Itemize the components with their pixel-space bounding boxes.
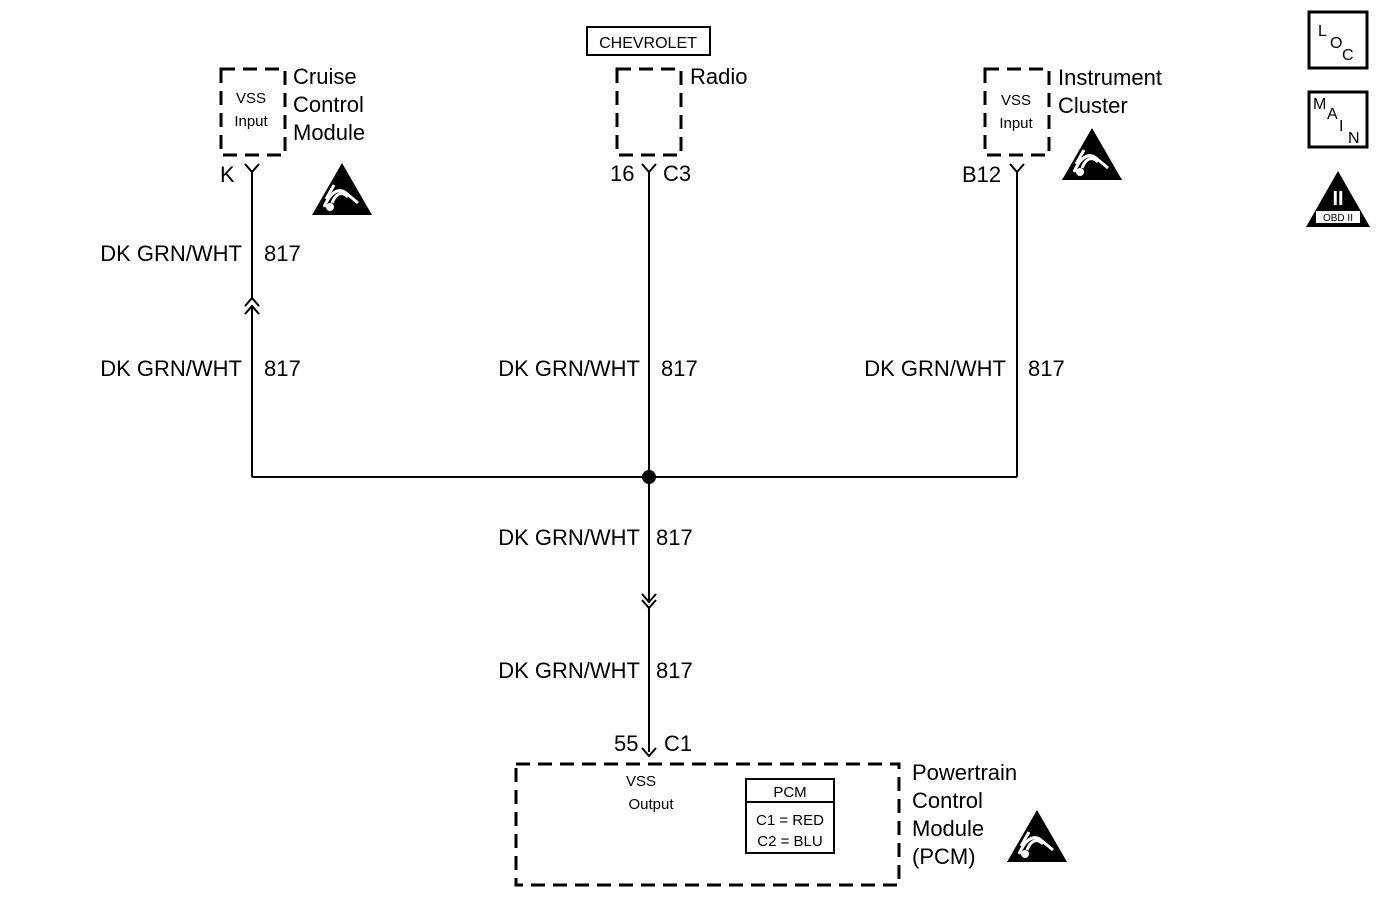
radio-name: Radio [690,64,747,89]
cruise-inner-line-1: VSS [236,90,266,107]
cluster-pin: B12 [962,162,1001,187]
cruise-name-line-2: Control [293,92,364,117]
radio-pin: 16 [610,161,634,186]
pcm-name-line-2: Control [912,788,983,813]
pcm-connector-legend: PCM C1 = RED C2 = BLU [745,778,835,854]
cruise-name-line-3: Module [293,120,365,145]
cruise-esd-icon [310,161,374,217]
wire-color-label: DK GRN/WHT [498,658,640,683]
cluster-name-line-2: Cluster [1058,93,1128,118]
cruise-module-outline [219,67,287,157]
radio-connector-icon [641,163,657,173]
svg-text:C: C [1342,47,1354,64]
radio-connector: C3 [663,161,691,186]
cluster-inner-line-2: Input [999,115,1033,132]
cruise-pin: K [220,162,235,187]
svg-text:OBD II: OBD II [1323,213,1353,224]
cluster-connector-icon [1009,163,1025,173]
pcm-module-outline [514,762,901,887]
cluster-inner-line-1: VSS [1001,92,1031,109]
wire-color-label: DK GRN/WHT [100,241,242,266]
cruise-name-line-1: Cruise [293,64,357,89]
wires [244,172,1018,752]
svg-text:A: A [1327,106,1338,123]
pcm-pin: 55 [614,731,638,756]
instrument-cluster-module: VSS Input Instrument Cluster B12 [962,65,1162,187]
radio-module: CHEVROLET Radio 16 C3 [586,26,747,186]
cruise-inner-line-2: Input [234,113,268,130]
wire-circuit-label: 817 [661,356,698,381]
obd-ii-icon[interactable]: II OBD II [1306,171,1370,227]
pcm-name-line-3: Module [912,816,984,841]
wire-color-label: DK GRN/WHT [864,356,1006,381]
svg-text:N: N [1348,130,1360,147]
wire-labels: DK GRN/WHT 817 DK GRN/WHT 817 DK GRN/WHT… [100,241,1064,683]
radio-module-outline [615,67,683,157]
pcm-inner-line-2: Output [628,796,674,813]
svg-text:I: I [1339,118,1343,135]
wire-circuit-label: 817 [264,241,301,266]
pcm-legend-line-2: C2 = BLU [757,833,822,850]
wire-circuit-label: 817 [1028,356,1065,381]
pcm-connector: C1 [664,731,692,756]
wire-color-label: DK GRN/WHT [498,525,640,550]
pcm-name-line-1: Powertrain [912,760,1017,785]
brand-box [586,26,711,56]
pcm-esd-icon [1005,808,1069,864]
pcm-inner-line-1: VSS [626,773,656,790]
pcm-legend-title: PCM [773,784,806,801]
cluster-module-outline [983,67,1051,157]
pcm-legend-line-1: C1 = RED [756,812,824,829]
cruise-connector-icon [244,163,260,173]
svg-text:M: M [1313,96,1326,113]
splice-point [642,470,656,484]
pcm-name-line-4: (PCM) [912,844,976,869]
svg-text:L: L [1318,23,1327,40]
loc-icon[interactable]: L O C [1307,10,1369,70]
wire-circuit-label: 817 [656,525,693,550]
wire-circuit-label: 817 [656,658,693,683]
main-icon[interactable]: M A I N [1307,90,1369,149]
pcm-module: 55 C1 VSS Output PCM C1 = RED C2 = BLU P… [514,731,1069,887]
wire-color-label: DK GRN/WHT [498,356,640,381]
wire-circuit-label: 817 [264,356,301,381]
cruise-control-module: VSS Input Cruise Control Module K [219,64,374,217]
cluster-esd-icon [1060,126,1124,182]
brand-label: CHEVROLET [599,35,697,52]
svg-text:II: II [1332,188,1343,210]
svg-text:O: O [1330,35,1342,52]
wire-color-label: DK GRN/WHT [100,356,242,381]
cluster-name-line-1: Instrument [1058,65,1162,90]
